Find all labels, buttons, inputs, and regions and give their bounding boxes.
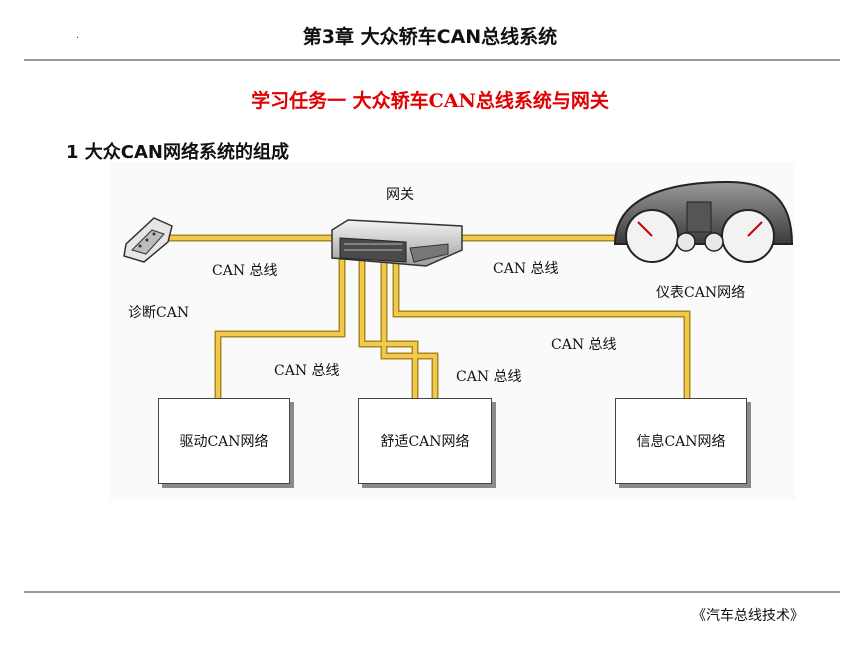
gateway-module [331, 219, 463, 267]
gateway-label: 网关 [386, 187, 414, 203]
bus-label: CAN 总线 [456, 369, 522, 385]
infotainment-can-network-label: 信息CAN网络 [636, 434, 726, 450]
can-bus-lines [154, 234, 691, 404]
drive-can-network-label: 驱动CAN网络 [179, 434, 269, 450]
infotainment-can-network-box: 信息CAN网络 [615, 398, 747, 484]
diagram-canvas [123, 180, 794, 404]
comfort-can-network-label: 舒适CAN网络 [380, 434, 470, 450]
chapter-title: 第3章 大众轿车CAN总线系统 [302, 26, 558, 48]
task-title: 学习任务一 大众轿车CAN总线系统与网关 [251, 90, 609, 112]
section-heading: 1 大众CAN网络系统的组成 [66, 142, 289, 163]
slide-dot: . [76, 30, 80, 41]
diagnostic-can-label: 诊断CAN [128, 305, 190, 321]
footer-book-title: 《汽车总线技术》 [692, 608, 804, 624]
footer-divider [24, 591, 840, 593]
comfort-can-network-box: 舒适CAN网络 [358, 398, 492, 484]
drive-can-network-box: 驱动CAN网络 [158, 398, 290, 484]
diagnostic-connector [123, 217, 173, 263]
instrument-can-label: 仪表CAN网络 [656, 285, 746, 301]
bus-label: CAN 总线 [493, 261, 559, 277]
instrument-cluster [613, 180, 794, 263]
bus-label: CAN 总线 [212, 263, 278, 279]
bus-label: CAN 总线 [551, 337, 617, 353]
can-network-diagram: 网关 诊断CAN 仪表CAN网络 CAN 总线 CAN 总线 CAN 总线 CA… [110, 162, 795, 500]
header-divider [24, 59, 840, 61]
bus-label: CAN 总线 [274, 363, 340, 379]
